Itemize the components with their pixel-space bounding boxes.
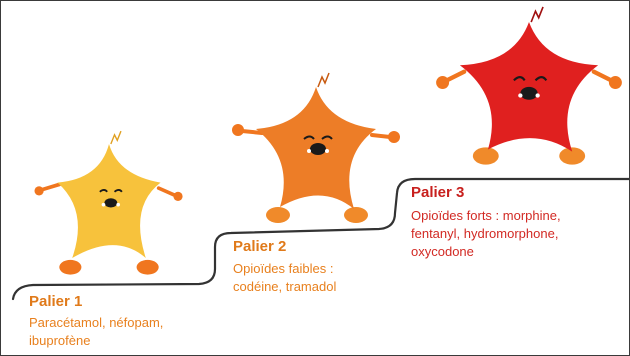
step-2-line-1: Opioïdes faibles : xyxy=(233,260,336,278)
step-2-line-2: codéine, tramadol xyxy=(233,278,336,296)
step-1-description: Paracétamol, néfopam, ibuprofène xyxy=(29,314,163,350)
step-1-line-2: ibuprofène xyxy=(29,332,163,350)
step-3-line-3: oxycodone xyxy=(411,243,561,261)
step-3-line-1: Opioïdes forts : morphine, xyxy=(411,207,561,225)
step-3-line-2: fentanyl, hydromorphone, xyxy=(411,225,561,243)
yellow-star-character xyxy=(34,131,182,275)
orange-star-character xyxy=(232,73,400,223)
step-1-label: Palier 1 xyxy=(29,293,82,311)
step-2-label: Palier 2 xyxy=(233,238,286,256)
red-star-character xyxy=(436,7,622,165)
step-3-label: Palier 3 xyxy=(411,184,464,202)
step-2-description: Opioïdes faibles : codéine, tramadol xyxy=(233,260,336,296)
step-3-description: Opioïdes forts : morphine, fentanyl, hyd… xyxy=(411,207,561,261)
step-1-line-1: Paracétamol, néfopam, xyxy=(29,314,163,332)
